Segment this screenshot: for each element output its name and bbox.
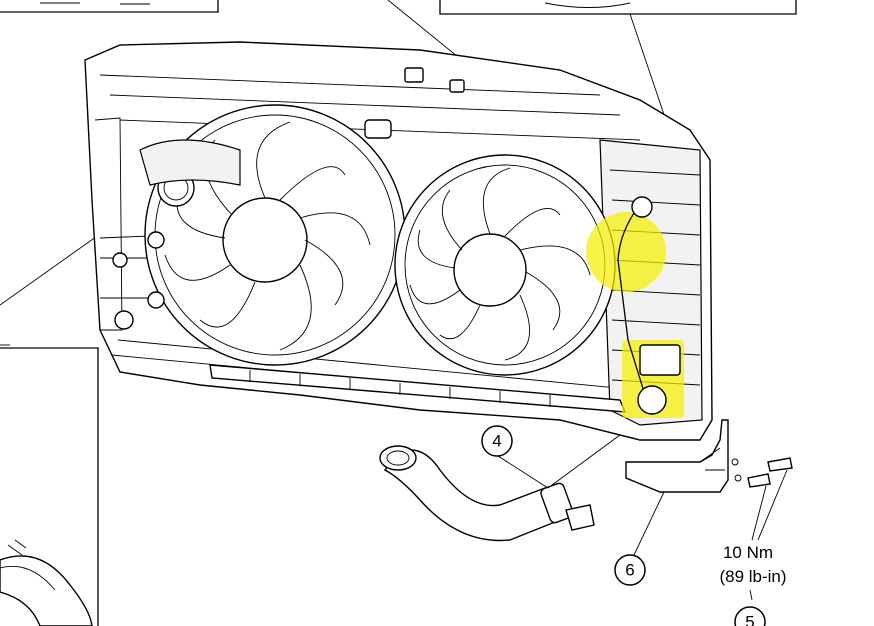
top-left-inset-box bbox=[0, 0, 219, 13]
radiator-cap bbox=[139, 139, 241, 207]
callout-leaders bbox=[497, 455, 665, 556]
wiring-harness-highlight bbox=[586, 196, 684, 418]
torque-spec-nm: 10 Nm bbox=[723, 543, 773, 562]
mounting-bracket bbox=[625, 419, 742, 493]
callout-6: 6 bbox=[614, 554, 646, 586]
inset-hose-part bbox=[0, 539, 93, 626]
right-fan bbox=[394, 154, 616, 376]
torque-spec-lbin: (89 lb-in) bbox=[719, 567, 786, 586]
callout-4: 4 bbox=[481, 425, 513, 457]
left-fittings bbox=[112, 231, 165, 330]
callout-5-label: 5 bbox=[745, 613, 754, 626]
lower-hose bbox=[379, 434, 621, 542]
callout-5: 5 bbox=[734, 606, 766, 626]
callout-4-label: 4 bbox=[492, 432, 501, 451]
bolts bbox=[747, 457, 793, 601]
top-right-inset-box bbox=[439, 0, 797, 15]
left-inset-box bbox=[0, 344, 99, 626]
callout-6-label: 6 bbox=[625, 561, 634, 580]
